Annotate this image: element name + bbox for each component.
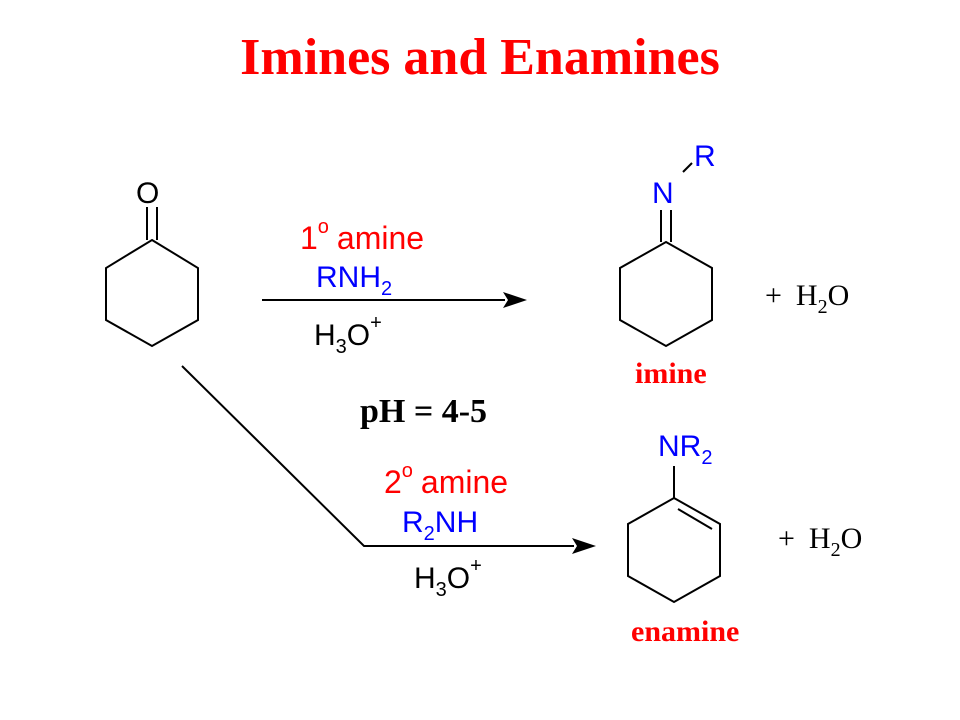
imine-nitrogen-label: N <box>652 177 674 210</box>
cyclohexanone-ring <box>105 238 199 348</box>
enamine-reagent-formula-r: R <box>402 506 424 539</box>
imine-catalyst: H3O+ <box>314 312 382 358</box>
enamine-reagent-formula-nh: NH <box>435 506 478 539</box>
imine-catalyst-sub: 3 <box>336 336 347 358</box>
enamine-ring <box>627 496 721 604</box>
imine-product-structure <box>619 162 713 348</box>
enamine-byproduct-o: O <box>841 522 863 555</box>
enamine-catalyst: H3O+ <box>414 555 482 601</box>
enamine-catalyst-sup: + <box>470 555 482 577</box>
imine-reagent-amine: amine <box>337 220 424 256</box>
enamine-ring-double-bond <box>677 508 713 530</box>
ph-condition: pH = 4-5 <box>360 393 487 430</box>
imine-byproduct: + H2O <box>765 279 849 318</box>
enamine-byproduct-plus: + <box>778 522 795 555</box>
enamine-nr2-label: NR2 <box>658 430 712 469</box>
enamine-catalyst-o: O <box>447 562 470 595</box>
imine-r-label: R <box>694 140 716 173</box>
enamine-reagent-formula: R2NH <box>402 506 478 545</box>
enamine-reagent-degree-sup: o <box>402 460 413 482</box>
imine-byproduct-plus: + <box>765 279 782 312</box>
imine-catalyst-o: O <box>347 319 370 352</box>
imine-reagent-formula: RNH2 <box>316 261 392 300</box>
imine-n-r-bond <box>682 162 693 173</box>
enamine-catalyst-sub: 3 <box>436 579 447 601</box>
enamine-reaction-arrow <box>181 365 596 554</box>
enamine-byproduct-h: H <box>809 522 831 555</box>
imine-reagent-degree-sup: o <box>318 216 329 238</box>
enamine-product-label: enamine <box>631 615 739 648</box>
carbonyl-oxygen-label: O <box>136 177 159 210</box>
imine-byproduct-h: H <box>796 279 818 312</box>
enamine-reagent-amine: amine <box>421 464 508 500</box>
enamine-byproduct-sub: 2 <box>831 539 841 561</box>
imine-catalyst-h: H <box>314 319 336 352</box>
imine-byproduct-sub: 2 <box>818 296 828 318</box>
imine-product-label: imine <box>635 357 707 390</box>
imine-reagent-formula-main: RNH <box>316 261 381 294</box>
enamine-product-structure <box>627 466 721 604</box>
imine-catalyst-sup: + <box>370 312 382 334</box>
enamine-nr-sub: 2 <box>701 447 712 469</box>
imine-ring <box>619 240 713 348</box>
enamine-nr: NR <box>658 430 701 463</box>
imine-reaction-arrow <box>262 292 527 308</box>
imine-reagent-formula-sub: 2 <box>381 278 392 300</box>
enamine-catalyst-h: H <box>414 562 436 595</box>
enamine-byproduct: + H2O <box>778 522 862 561</box>
cyclohexanone <box>105 207 199 348</box>
imine-reagent-degree: 1 <box>300 220 318 256</box>
enamine-reagent-formula-sub: 2 <box>424 523 435 545</box>
imine-byproduct-o: O <box>828 279 850 312</box>
enamine-reagent-degree: 2 <box>384 464 402 500</box>
slide-title: Imines and Enamines <box>240 29 720 86</box>
